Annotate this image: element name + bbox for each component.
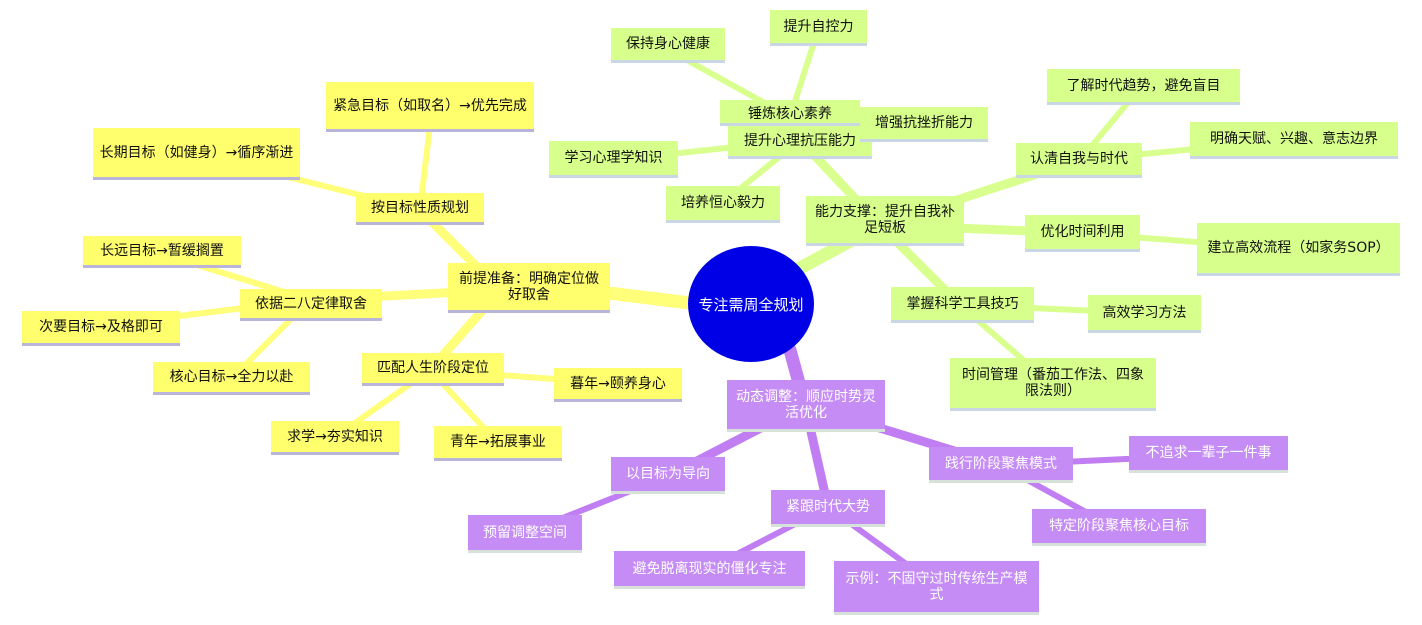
core-node[interactable]: 核心目标→全力以赴 xyxy=(153,362,310,395)
study-node[interactable]: 求学→夯实知识 xyxy=(271,421,399,455)
long-term-node[interactable]: 长期目标（如健身）→循序渐进 xyxy=(93,128,300,180)
by-nature-node[interactable]: 按目标性质规划 xyxy=(356,193,484,225)
health-node[interactable]: 保持身心健康 xyxy=(611,28,725,63)
stress-node[interactable]: 提升心理抗压能力 xyxy=(728,126,872,159)
prep-node[interactable]: 前提准备：明确定位做好取舍 xyxy=(448,263,610,313)
follow-trend-node[interactable]: 紧跟时代大势 xyxy=(771,490,885,527)
time-use-node[interactable]: 优化时间利用 xyxy=(1025,215,1140,252)
perseverance-node[interactable]: 培养恒心毅力 xyxy=(666,186,780,223)
not-lifetime-node[interactable]: 不追求一辈子一件事 xyxy=(1129,436,1288,473)
psych-node[interactable]: 学习心理学知识 xyxy=(549,141,678,178)
urgent-node[interactable]: 紧急目标（如取名）→优先完成 xyxy=(326,82,534,132)
example-node[interactable]: 示例：不固守过时传统生产模式 xyxy=(834,561,1039,615)
ability-node[interactable]: 能力支撑：提升自我补足短板 xyxy=(806,196,964,246)
life-stage-node[interactable]: 匹配人生阶段定位 xyxy=(362,353,504,386)
core-quality-node[interactable]: 锤炼核心素养 xyxy=(720,100,860,126)
time-mgmt-node[interactable]: 时间管理（番茄工作法、四象限法则） xyxy=(950,358,1156,411)
root-node[interactable]: 专注需周全规划 xyxy=(688,246,814,362)
know-self-node[interactable]: 认清自我与时代 xyxy=(1016,143,1142,178)
stage-focus-node[interactable]: 践行阶段聚焦模式 xyxy=(929,447,1073,483)
self-control-node[interactable]: 提升自控力 xyxy=(770,10,867,46)
secondary-node[interactable]: 次要目标→及格即可 xyxy=(22,311,180,346)
trends-node[interactable]: 了解时代趋势，避免盲目 xyxy=(1047,69,1240,105)
reserve-node[interactable]: 预留调整空间 xyxy=(468,515,582,553)
old-age-node[interactable]: 暮年→颐养身心 xyxy=(554,368,682,402)
specific-stage-node[interactable]: 特定阶段聚焦核心目标 xyxy=(1032,509,1206,546)
learning-node[interactable]: 高效学习方法 xyxy=(1088,295,1201,333)
pareto-node[interactable]: 依据二八定律取舍 xyxy=(240,289,382,321)
tools-node[interactable]: 掌握科学工具技巧 xyxy=(891,287,1034,323)
frustration-node[interactable]: 增强抗挫折能力 xyxy=(860,107,988,142)
sop-node[interactable]: 建立高效流程（如家务SOP） xyxy=(1197,223,1400,276)
distant-node[interactable]: 长远目标→暂缓搁置 xyxy=(83,236,241,268)
goal-oriented-node[interactable]: 以目标为导向 xyxy=(611,457,725,494)
dynamic-node[interactable]: 动态调整：顺应时势灵活优化 xyxy=(727,380,885,432)
avoid-rigid-node[interactable]: 避免脱离现实的僵化专注 xyxy=(614,551,805,589)
talent-node[interactable]: 明确天赋、兴趣、意志边界 xyxy=(1190,122,1398,159)
youth-node[interactable]: 青年→拓展事业 xyxy=(434,426,562,461)
